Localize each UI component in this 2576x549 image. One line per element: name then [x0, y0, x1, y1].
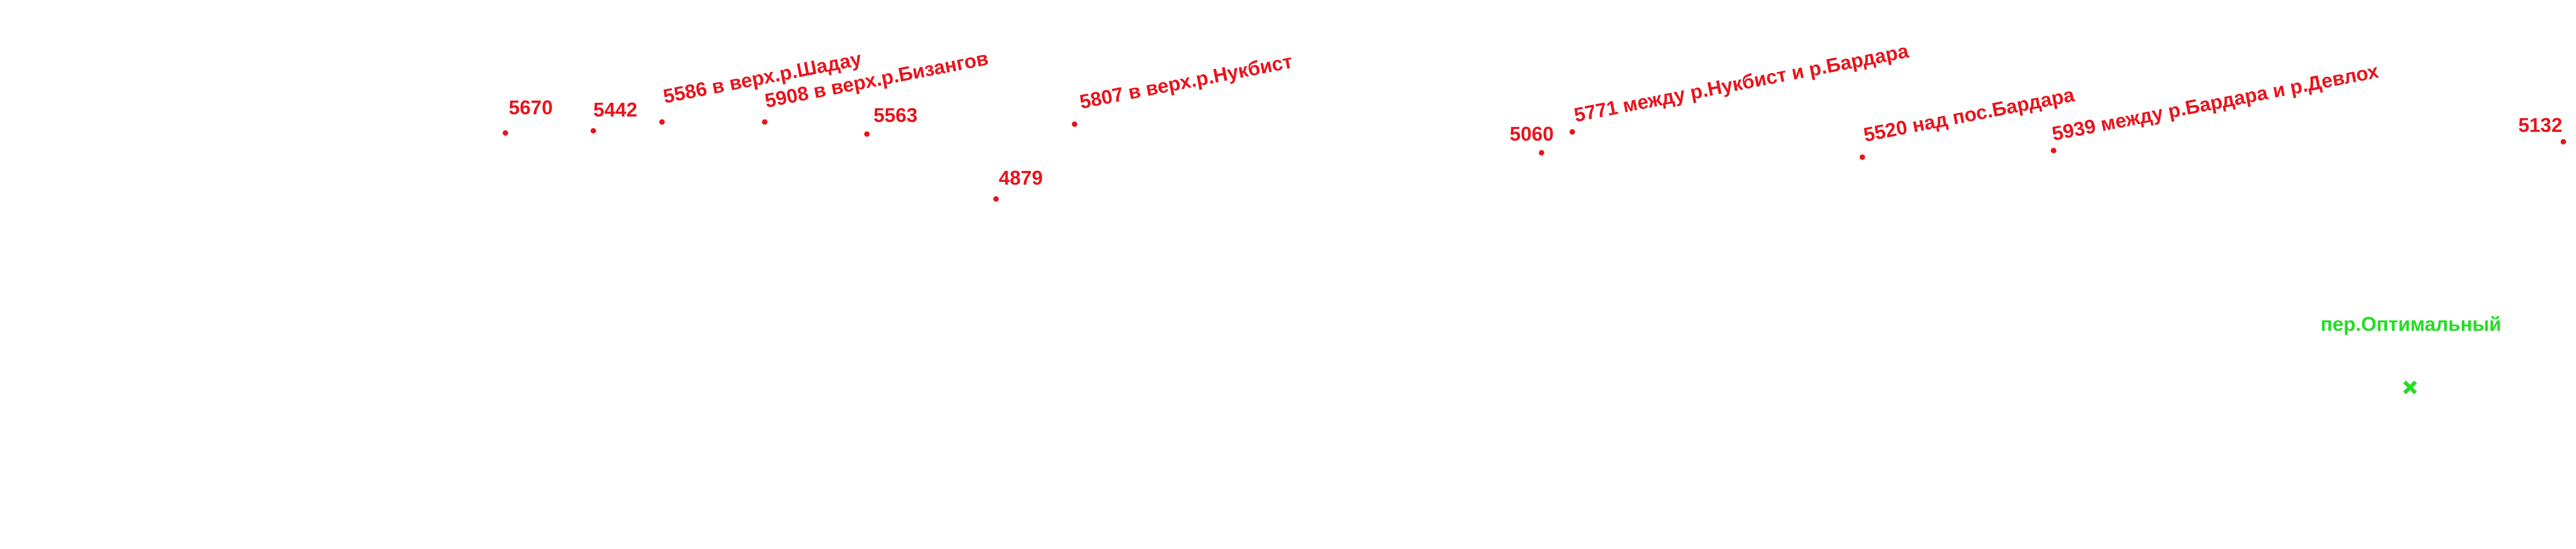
- peak-4879[interactable]: 4879: [993, 167, 1043, 202]
- peak-label: 5442: [593, 98, 637, 121]
- peak-5563[interactable]: 5563: [864, 104, 917, 137]
- peak-point: [659, 119, 665, 125]
- peak-5132[interactable]: 5132: [2518, 114, 2566, 145]
- peak-point: [762, 119, 767, 125]
- pass-label: пер.Оптимальный: [2321, 313, 2501, 335]
- peak-label: 5670: [509, 96, 553, 119]
- peak-point: [1570, 129, 1575, 135]
- peak-point: [503, 130, 508, 136]
- peak-point: [591, 128, 596, 134]
- peak-point: [1539, 150, 1544, 156]
- peak-label: 5563: [873, 104, 917, 126]
- peak-5060[interactable]: 5060: [1510, 123, 1554, 156]
- cross-marker-icon: [2403, 380, 2417, 395]
- peak-point: [2561, 139, 2566, 145]
- peak-point: [1860, 154, 1865, 160]
- pass-optimalny[interactable]: пер.Оптимальный: [2321, 313, 2501, 395]
- peak-label: 5132: [2518, 114, 2562, 136]
- peak-point: [2051, 148, 2056, 153]
- peak-point: [864, 131, 870, 137]
- peak-point: [993, 196, 999, 202]
- peak-5670[interactable]: 5670: [503, 96, 553, 136]
- peak-label: 4879: [999, 167, 1043, 189]
- peak-5442[interactable]: 5442: [591, 98, 637, 134]
- peak-label: 5060: [1510, 123, 1554, 145]
- peak-point: [1072, 121, 1077, 127]
